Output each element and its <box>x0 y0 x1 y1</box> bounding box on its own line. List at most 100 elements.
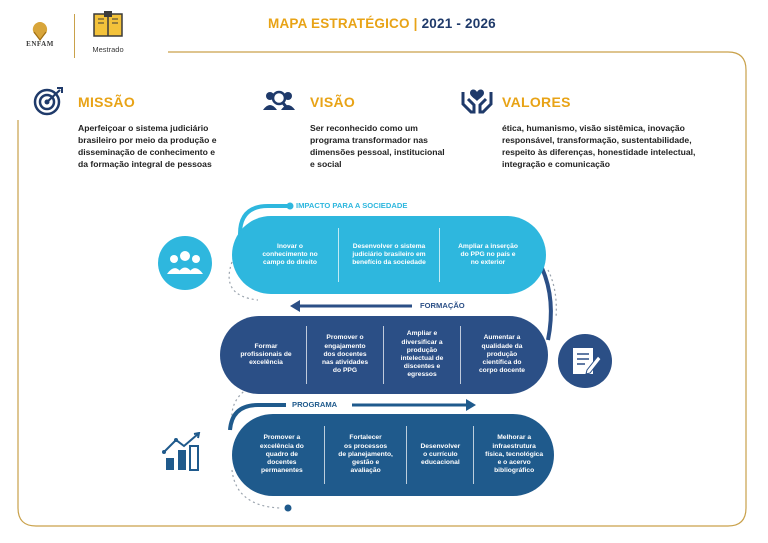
formacao-item-line: produção <box>406 346 438 354</box>
impacto-item-line: judiciário brasileiro em <box>352 250 426 258</box>
programa-item-line: e o acervo <box>497 459 531 467</box>
programa-item: Melhorar a infraestrutura física, tecnol… <box>474 414 554 496</box>
formacao-item-line: Ampliar e <box>406 330 438 338</box>
visao-line: programa transformador nas <box>310 135 428 145</box>
visao-line: Ser reconhecido como um <box>310 123 418 133</box>
impacto-item-line: conhecimento no <box>262 250 318 258</box>
visao-title: VISÃO <box>310 94 356 110</box>
growth-chart-icon <box>162 432 201 471</box>
programa-divider <box>323 426 325 484</box>
missao-line: disseminação de conhecimento e <box>78 147 216 157</box>
programa-divider <box>406 426 408 484</box>
programa-item-line: permanentes <box>261 467 303 475</box>
society-icon-circle <box>158 236 212 290</box>
header-divider <box>74 14 75 58</box>
formacao-item-line: científica do <box>482 359 522 367</box>
programa-item: Promover a excelência do quadro de docen… <box>240 414 324 496</box>
programa-item-line: Melhorar a <box>497 434 532 442</box>
impacto-item: Ampliar a inserção do PPG no país e no e… <box>440 216 536 294</box>
programa-item-line: os processos <box>344 442 388 450</box>
impacto-divider <box>439 228 440 282</box>
missao-line: da formação integral de pessoas <box>78 159 212 169</box>
impacto-label: IMPACTO PARA A SOCIEDADE <box>296 201 408 210</box>
formacao-divider <box>383 326 384 384</box>
formacao-item-line: egressos <box>407 371 437 379</box>
formacao-item: Formar profissionais de excelência <box>226 316 306 394</box>
programa-item-line: de planejamento, <box>338 450 393 458</box>
programa-divider <box>473 426 475 484</box>
programa-item-line: quadro de <box>265 450 299 458</box>
formacao-item-line: corpo docente <box>478 367 526 375</box>
impacto-item-line: Ampliar a inserção <box>458 242 518 250</box>
impacto-item-line: Desenvolver o sistema <box>352 242 426 250</box>
programa-end-dot <box>284 504 292 512</box>
formacao-item-line: engajamento <box>324 342 366 350</box>
programa-item-line: o currículo <box>423 450 458 458</box>
valores-text: ética, humanismo, visão sistêmica, inova… <box>502 122 752 170</box>
missao-line: Aperfeiçoar o sistema judiciário <box>78 123 209 133</box>
programa-item-line: docentes <box>267 459 297 467</box>
formacao-divider <box>306 326 307 384</box>
impacto-item: Inovar o conhecimento no campo do direit… <box>242 216 338 294</box>
programa-band: Promover a excelência do quadro de docen… <box>232 414 554 496</box>
impacto-band: Inovar o conhecimento no campo do direit… <box>232 216 546 294</box>
page-title: MAPA ESTRATÉGICO | 2021 - 2026 <box>268 16 496 31</box>
title-years: 2021 - 2026 <box>421 16 496 31</box>
formacao-divider <box>460 326 461 384</box>
programa-item-line: Promover a <box>263 434 301 442</box>
formacao-item-line: excelência <box>249 359 283 367</box>
impacto-item-line: Inovar o <box>276 242 303 250</box>
valores-line: respeito às diferenças, honestidade inte… <box>502 147 696 157</box>
valores-title: VALORES <box>502 94 571 110</box>
formacao-item-line: Promover o <box>326 334 364 342</box>
hands-heart-icon <box>461 89 493 114</box>
target-icon <box>33 87 63 116</box>
valores-line: responsável, transformação, sustentabili… <box>502 135 692 145</box>
impacto-item: Desenvolver o sistema judiciário brasile… <box>339 216 439 294</box>
programa-item-line: gestão e <box>352 459 380 467</box>
impacto-item-line: no exterior <box>470 259 506 267</box>
programa-item-line: avaliação <box>350 467 381 475</box>
formacao-item-line: do PPG <box>332 367 358 375</box>
programa-item: Fortalecer os processos de planejamento,… <box>325 414 407 496</box>
enfam-label: ENFAM <box>26 40 54 48</box>
mestrado-label: Mestrado <box>92 45 124 54</box>
valores-line: integração e comunicação <box>502 159 610 169</box>
impacto-item-line: do PPG no país e <box>460 250 516 258</box>
formacao-item-line: discentes e <box>403 363 441 371</box>
missao-text: Aperfeiçoar o sistema judiciário brasile… <box>78 122 278 170</box>
programa-item-line: bibliográfico <box>494 467 535 475</box>
mestrado-book-icon <box>93 11 123 37</box>
formacao-icon-circle <box>558 334 612 388</box>
formacao-item-line: qualidade da <box>481 342 523 350</box>
visao-text: Ser reconhecido como um programa transfo… <box>310 122 485 170</box>
missao-line: brasileiro por meio da produção e <box>78 135 217 145</box>
formacao-item-line: intelectual de <box>400 355 444 362</box>
title-text: MAPA ESTRATÉGICO | <box>268 16 422 31</box>
formacao-item-line: Formar <box>254 342 278 350</box>
programa-item-line: educacional <box>421 459 460 467</box>
visao-line: dimensões pessoal, institucional <box>310 147 445 157</box>
formacao-item-line: nas atividades <box>321 359 369 367</box>
programa-item-line: excelência do <box>259 442 304 450</box>
impacto-start-dot <box>286 202 294 210</box>
impacto-item-line: campo do direito <box>263 259 317 267</box>
impacto-item-line: benefício da sociedade <box>352 259 426 267</box>
formacao-item: Promover o engajamento dos docentes nas … <box>307 316 383 394</box>
programa-item-line: infraestrutura <box>492 442 536 450</box>
programa-item-line: física, tecnológica <box>485 450 544 458</box>
formacao-item: Ampliar e diversificar a produção intele… <box>384 316 460 394</box>
formacao-item-line: produção <box>486 350 518 358</box>
enfam-logo-icon <box>32 22 48 41</box>
formacao-item-line: diversificar a <box>401 338 443 346</box>
missao-title: MISSÃO <box>78 94 136 110</box>
people-search-icon <box>263 90 295 110</box>
programa-item-line: Desenvolver <box>420 442 461 450</box>
formacao-item-line: profissionais de <box>240 350 292 358</box>
programa-label: PROGRAMA <box>292 400 338 409</box>
group-people-icon <box>167 251 203 274</box>
impacto-divider <box>338 228 339 282</box>
formacao-item-line: dos docentes <box>323 350 367 358</box>
